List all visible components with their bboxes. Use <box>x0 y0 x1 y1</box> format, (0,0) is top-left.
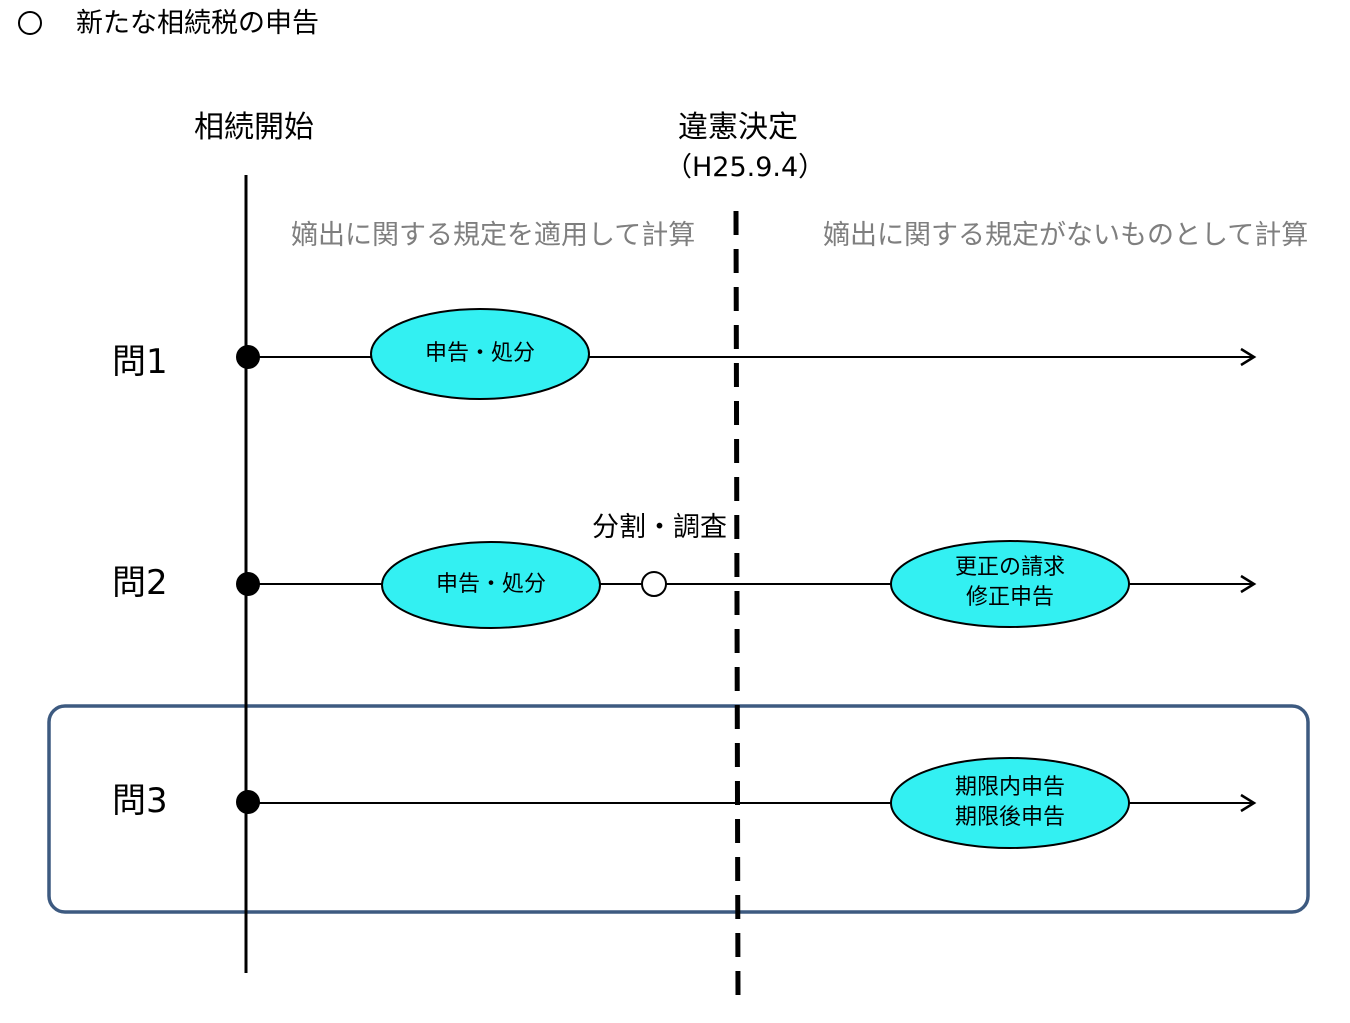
decision-label: 違憲決定 <box>678 110 798 145</box>
row-2-event-1-text: 申告・処分 <box>391 560 591 610</box>
circle-bullet-icon <box>18 10 42 35</box>
row-3-event-1-line-1: 期限内申告 <box>954 775 1065 800</box>
row-2-event-1-line-1: 申告・処分 <box>435 572 546 597</box>
row-2-event-2-line-1: 更正の請求 <box>954 555 1065 580</box>
row-2-arrowhead <box>1240 574 1257 594</box>
row-2-event-2-ellipse <box>890 540 1130 628</box>
row-2-event-2-text: 更正の請求 修正申告 <box>900 550 1120 616</box>
start-label: 相続開始 <box>194 110 314 145</box>
row-3-start-dot <box>236 790 260 814</box>
row-1-event-1-text: 申告・処分 <box>380 329 580 379</box>
row-1-event-1-line-1: 申告・処分 <box>424 341 535 366</box>
decision-dashed-line <box>733 210 741 999</box>
row-1-arrowhead <box>1240 347 1257 367</box>
decision-date: （H25.9.4） <box>665 152 826 183</box>
row-2-event-1-ellipse <box>381 541 601 629</box>
row-2-timeline <box>236 540 1257 629</box>
row-1-start-dot <box>236 345 260 369</box>
row-1-label: 問1 <box>112 342 168 382</box>
before-decision-note: 嫡出に関する規定を適用して計算 <box>291 220 696 251</box>
row-3-event-1-line-2: 期限後申告 <box>954 805 1065 830</box>
after-decision-note: 嫡出に関する規定がないものとして計算 <box>823 220 1309 251</box>
row-3-label: 問3 <box>112 781 168 821</box>
page-title: 新たな相続税の申告 <box>18 4 319 44</box>
row-2-marker-label: 分割・調査 <box>592 512 727 543</box>
row-2-marker-circle <box>641 571 667 597</box>
row-3-event-1-text: 期限内申告 期限後申告 <box>900 770 1120 836</box>
row-3-event-1-ellipse <box>890 757 1130 849</box>
row-2-start-dot <box>236 572 260 596</box>
row-2-label: 問2 <box>112 563 168 603</box>
row-2-event-2-line-2: 修正申告 <box>965 585 1054 610</box>
row-3-timeline <box>236 757 1257 849</box>
row-1-event-1-ellipse <box>370 308 590 400</box>
page-title-text: 新たな相続税の申告 <box>76 8 319 39</box>
row-3-arrowhead <box>1240 793 1257 813</box>
row-1-timeline <box>236 308 1257 400</box>
row-3-highlight-box <box>47 704 1310 914</box>
